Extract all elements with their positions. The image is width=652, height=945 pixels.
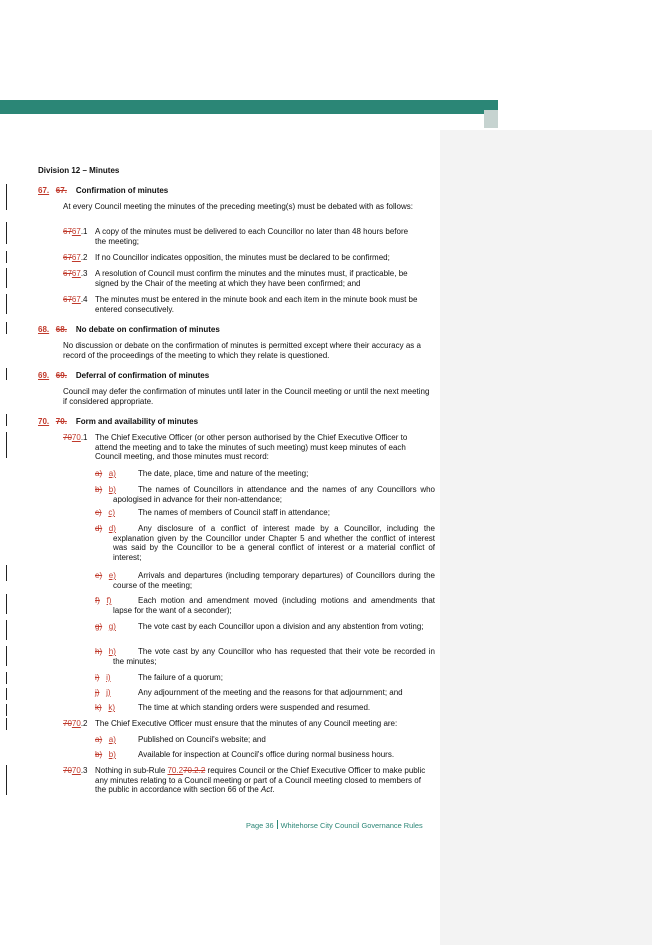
s70-list2-a-num: a) a) (95, 735, 116, 744)
change-bar (6, 765, 7, 795)
s70-list1-h-num: h) h) (95, 647, 116, 656)
s70-list1-a-num: a) a) (95, 469, 116, 478)
section-heading-67: 67. 67. Confirmation of minutes (38, 186, 169, 195)
change-bar (6, 620, 7, 640)
s67-intro: At every Council meeting the minutes of … (63, 202, 413, 211)
change-bar (6, 704, 7, 716)
s70-list1-g-num: g) g) (95, 622, 116, 631)
s70-list1-k-text: The time at which standing orders were s… (138, 703, 371, 712)
change-bar (6, 294, 7, 314)
s70-list1-k-num: k) k) (95, 703, 116, 712)
s70-list1-d-text: Any disclosure of a conflict of interest… (113, 524, 435, 562)
s67-item-2-text: If no Councillor indicates opposition, t… (95, 253, 390, 262)
change-bar (6, 322, 7, 334)
change-bar (6, 222, 7, 244)
change-bar (6, 718, 7, 730)
header-tab (484, 110, 498, 128)
change-bar (6, 268, 7, 288)
s70-p2-num: 7070.2 (63, 719, 88, 728)
change-bar (6, 184, 7, 210)
s70-list1-e-text: Arrivals and departures (including tempo… (113, 571, 435, 590)
s70-list1-i-num: i) i) (95, 673, 111, 682)
division-heading: Division 12 – Minutes (38, 166, 120, 175)
change-bar (6, 414, 7, 426)
s70-list1-e-num: e) e) (95, 571, 116, 580)
change-bar (6, 688, 7, 700)
s69-text: Council may defer the confirmation of mi… (63, 387, 430, 406)
section-heading-69: 69. 69. Deferral of confirmation of minu… (38, 371, 210, 380)
s70-list1-j-num: j) j) (95, 688, 111, 697)
s67-item-2-num: 6767.2 (63, 253, 88, 262)
s70-list1-h-text: The vote cast by any Councillor who has … (113, 647, 435, 666)
s70-list2-a-text: Published on Council's website; and (138, 735, 266, 744)
s67-item-4-num: 6767.4 (63, 295, 88, 304)
change-bar (6, 672, 7, 684)
s68-text: No discussion or debate on the confirmat… (63, 341, 421, 360)
s67-item-4-text: The minutes must be entered in the minut… (95, 295, 418, 314)
change-bar (6, 565, 7, 581)
s70-list1-f-text: Each motion and amendment moved (includi… (113, 596, 435, 615)
s70-list1-d-num: d) d) (95, 524, 116, 533)
change-bar (6, 594, 7, 614)
change-bar (6, 368, 7, 380)
s70-p1-text: The Chief Executive Officer (or other pe… (95, 433, 408, 462)
s67-item-3-num: 6767.3 (63, 269, 88, 278)
footer-separator (276, 820, 278, 829)
section-heading-70: 70. 70. Form and availability of minutes (38, 417, 199, 426)
s70-list2-b-num: b) b) (95, 750, 116, 759)
s70-list1-c-text: The names of members of Council staff in… (138, 508, 330, 517)
s67-item-3-text: A resolution of Council must confirm the… (95, 269, 408, 288)
change-bar (6, 251, 7, 263)
s70-list1-f-num: f) f) (95, 596, 112, 605)
comment-pane (440, 130, 652, 945)
header-band (0, 100, 498, 114)
s67-item-1-text: A copy of the minutes must be delivered … (95, 227, 409, 246)
s67-item-1-num: 6767.1 (63, 227, 88, 236)
s70-list1-g-text: The vote cast by each Councillor upon a … (138, 622, 424, 631)
footer-doc-title: Whitehorse City Council Governance Rules (280, 821, 423, 830)
s70-list2-b-text: Available for inspection at Council's of… (138, 750, 395, 759)
section-heading-68: 68. 68. No debate on confirmation of min… (38, 325, 220, 334)
s70-list1-c-num: c) c) (95, 508, 116, 517)
s70-p1-num: 7070.1 (63, 433, 88, 442)
page-number: 36 (265, 821, 274, 830)
s70-p3-text: Nothing in sub-Rule 70.270.2.2 requires … (95, 766, 426, 795)
s70-list1-i-text: The failure of a quorum; (138, 673, 223, 682)
s70-list1-b-num: b) b) (95, 485, 116, 494)
change-bar (6, 646, 7, 666)
s70-list1-a-text: The date, place, time and nature of the … (138, 469, 309, 478)
s70-list1-b-text: The names of Councillors in attendance a… (113, 485, 435, 504)
s70-p2-text: The Chief Executive Officer must ensure … (95, 719, 398, 728)
change-bar (6, 432, 7, 458)
s70-p3-num: 7070.3 (63, 766, 88, 775)
s70-list1-j-text: Any adjournment of the meeting and the r… (138, 688, 403, 697)
